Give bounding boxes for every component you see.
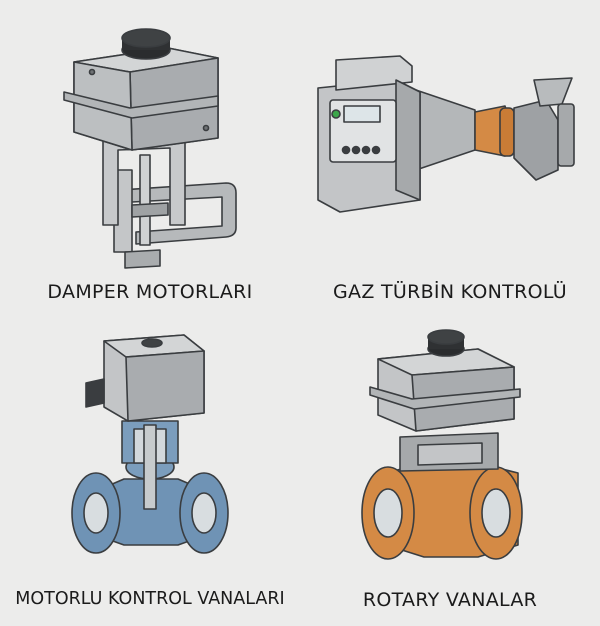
product-label: MOTORLU KONTROL VANALARI — [15, 589, 285, 609]
damper-actuator-icon — [63, 28, 237, 269]
rotary-valve-icon — [361, 329, 523, 560]
product-label: ROTARY VANALAR — [362, 589, 538, 611]
product-damper-motors[interactable]: DAMPER MOTORLARI — [0, 0, 300, 313]
motorized-control-valve-icon — [71, 334, 229, 554]
product-motorized-control-valves[interactable]: MOTORLU KONTROL VANALARI — [0, 313, 300, 626]
product-rotary-valves[interactable]: ROTARY VANALAR — [300, 313, 600, 626]
product-label: GAZ TÜRBİN KONTROLÜ — [333, 281, 567, 303]
product-gas-turbine-control[interactable]: GAZ TÜRBİN KONTROLÜ — [300, 0, 600, 313]
product-label: DAMPER MOTORLARI — [47, 281, 253, 303]
gas-turbine-control-icon — [317, 55, 575, 213]
